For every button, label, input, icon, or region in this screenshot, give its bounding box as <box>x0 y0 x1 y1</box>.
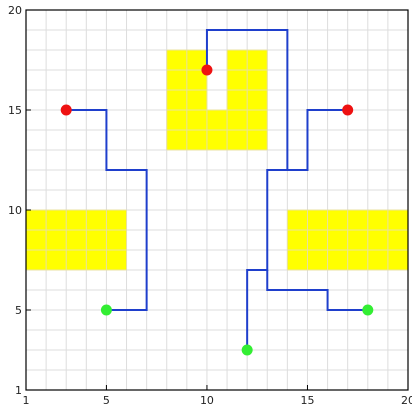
y-tick-label: 20 <box>8 4 22 17</box>
goal-point <box>201 64 213 76</box>
x-tick-label: 5 <box>103 394 110 407</box>
x-tick-label: 10 <box>200 394 214 407</box>
plot-background <box>26 10 408 390</box>
goal-point <box>342 104 354 116</box>
start-point <box>241 344 253 356</box>
y-tick-label: 10 <box>8 204 22 217</box>
y-tick-label: 5 <box>15 304 22 317</box>
start-point <box>100 304 112 316</box>
x-tick-label: 15 <box>300 394 314 407</box>
x-tick-label: 20 <box>401 394 412 407</box>
start-point <box>362 304 374 316</box>
goal-point <box>60 104 72 116</box>
x-tick-label: 1 <box>23 394 30 407</box>
y-tick-label: 1 <box>15 384 22 397</box>
y-tick-label: 15 <box>8 104 22 117</box>
obstacle-block <box>26 210 127 270</box>
plot-frame <box>25 9 409 391</box>
path-line <box>266 270 368 311</box>
path-line <box>66 109 148 311</box>
